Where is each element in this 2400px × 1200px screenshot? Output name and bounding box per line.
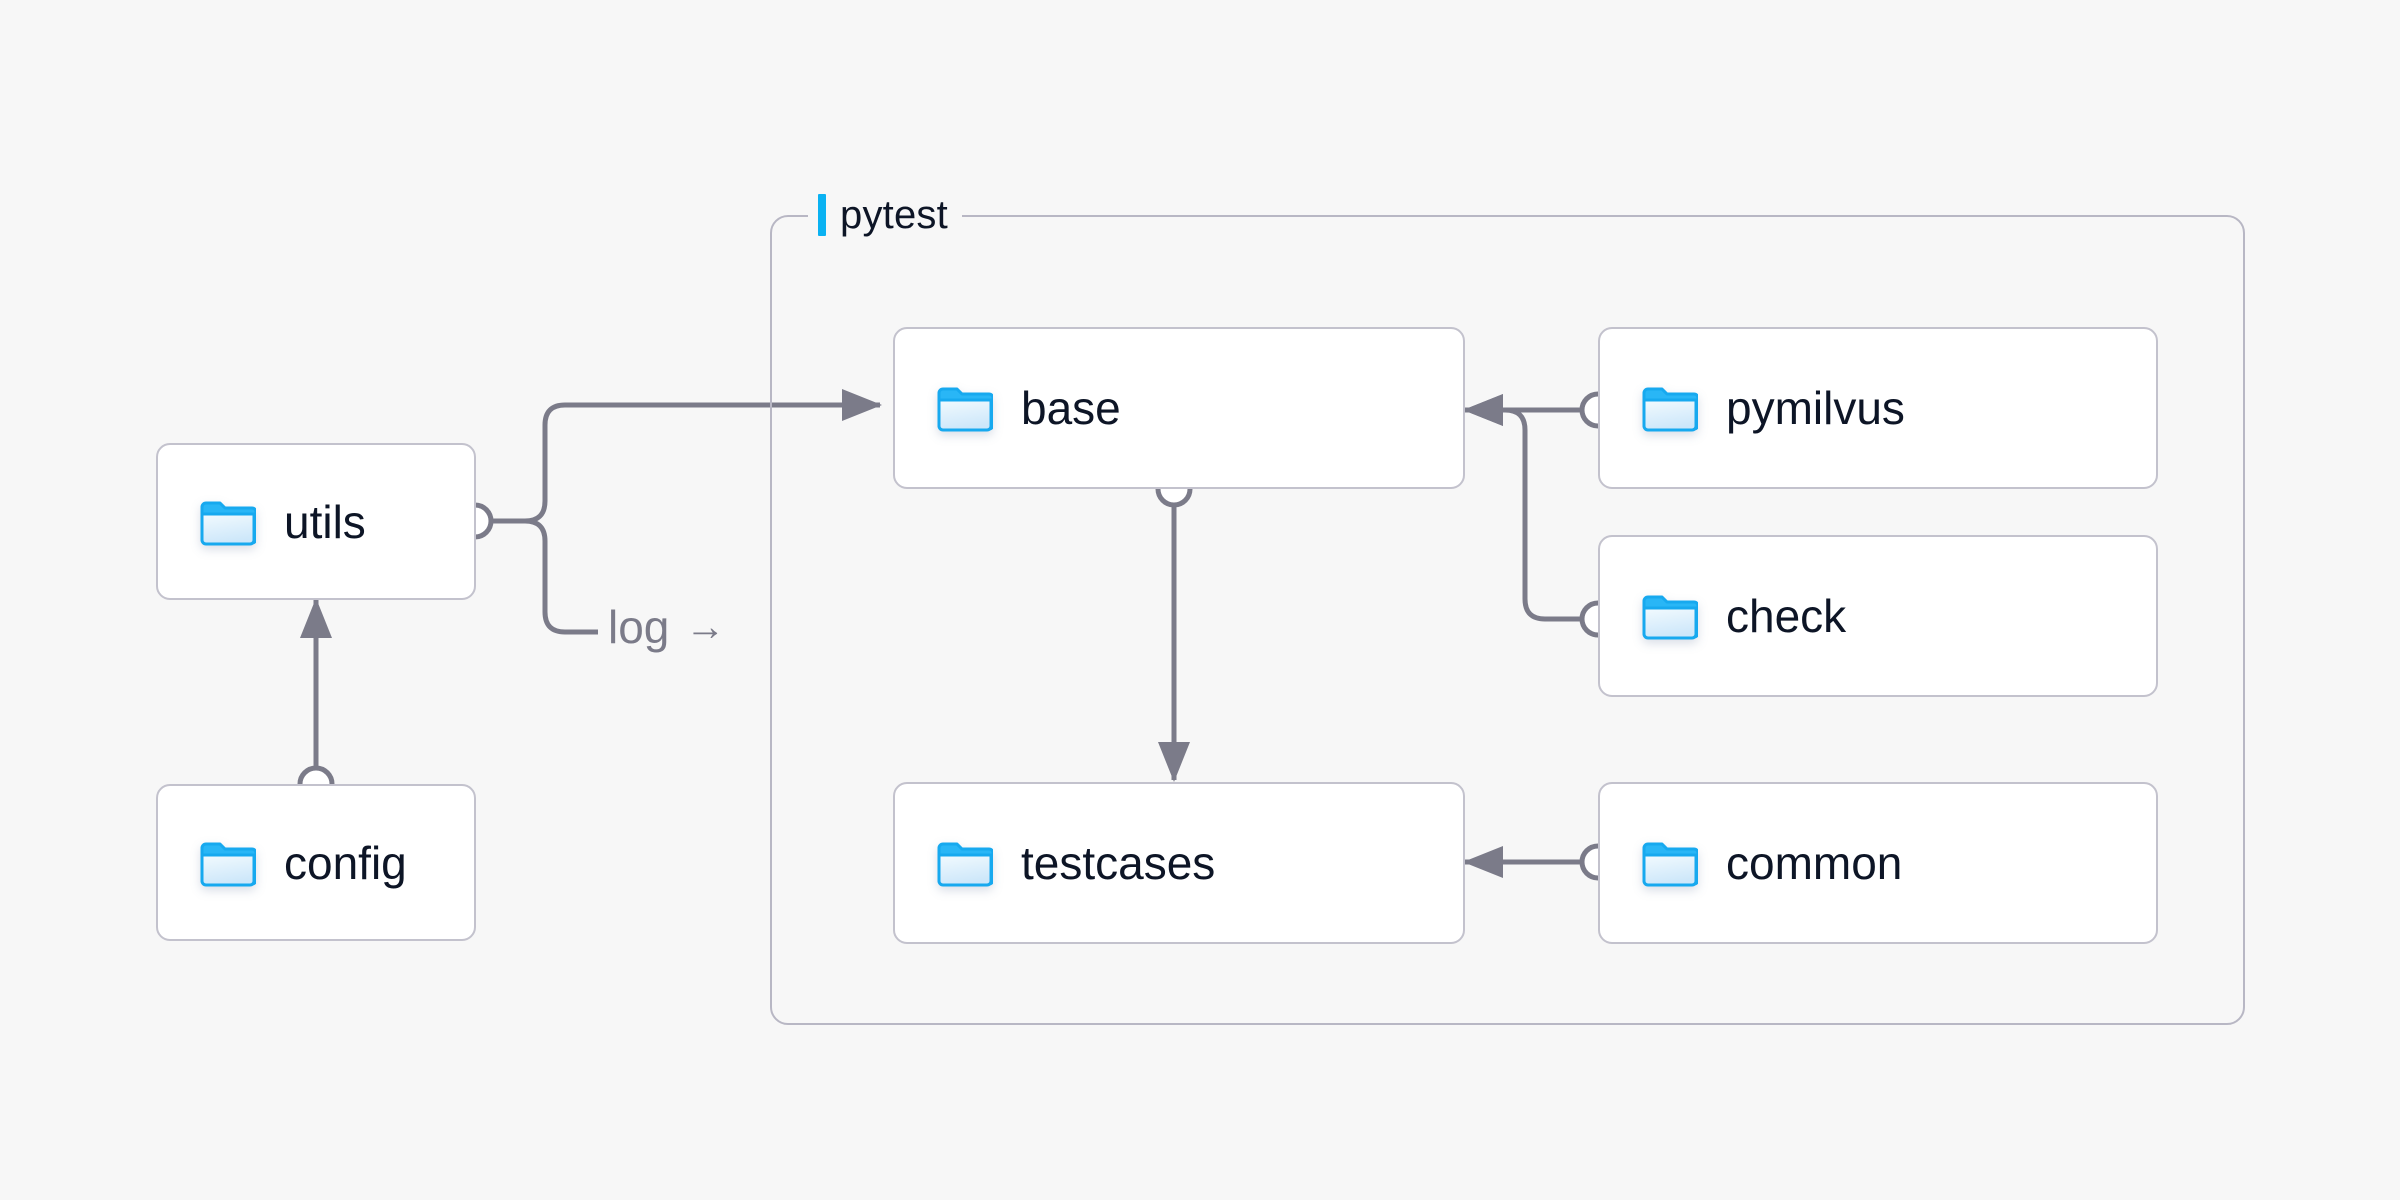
node-label: testcases	[1021, 837, 1216, 889]
accent-bar-icon	[818, 194, 826, 236]
folder-icon	[1642, 839, 1700, 887]
group-title: pytest	[840, 192, 948, 237]
folder-icon	[937, 384, 995, 432]
edge-config-to-utils	[297, 597, 335, 803]
folder-icon	[1642, 592, 1700, 640]
edge-label-log: log →	[602, 601, 732, 653]
node-utils[interactable]: utils	[156, 443, 476, 600]
group-container-pytest	[770, 215, 2245, 1025]
node-label: common	[1726, 837, 1903, 889]
group-label-pytest: pytest	[808, 192, 962, 238]
folder-icon	[1642, 384, 1700, 432]
folder-icon	[200, 839, 258, 887]
folder-icon	[200, 498, 258, 546]
node-pymilvus[interactable]: pymilvus	[1598, 327, 2158, 489]
edge-label-text: log	[608, 601, 670, 653]
node-label: utils	[284, 495, 366, 548]
node-testcases[interactable]: testcases	[893, 782, 1465, 944]
node-config[interactable]: config	[156, 784, 476, 941]
arrow-right-icon: →	[685, 605, 726, 649]
node-common[interactable]: common	[1598, 782, 2158, 944]
node-label: base	[1021, 382, 1121, 434]
node-label: check	[1726, 590, 1847, 642]
node-label: config	[284, 836, 407, 889]
folder-icon	[937, 839, 995, 887]
node-check[interactable]: check	[1598, 535, 2158, 697]
node-base[interactable]: base	[893, 327, 1465, 489]
edge-utils-log	[491, 518, 598, 635]
node-label: pymilvus	[1726, 382, 1905, 434]
